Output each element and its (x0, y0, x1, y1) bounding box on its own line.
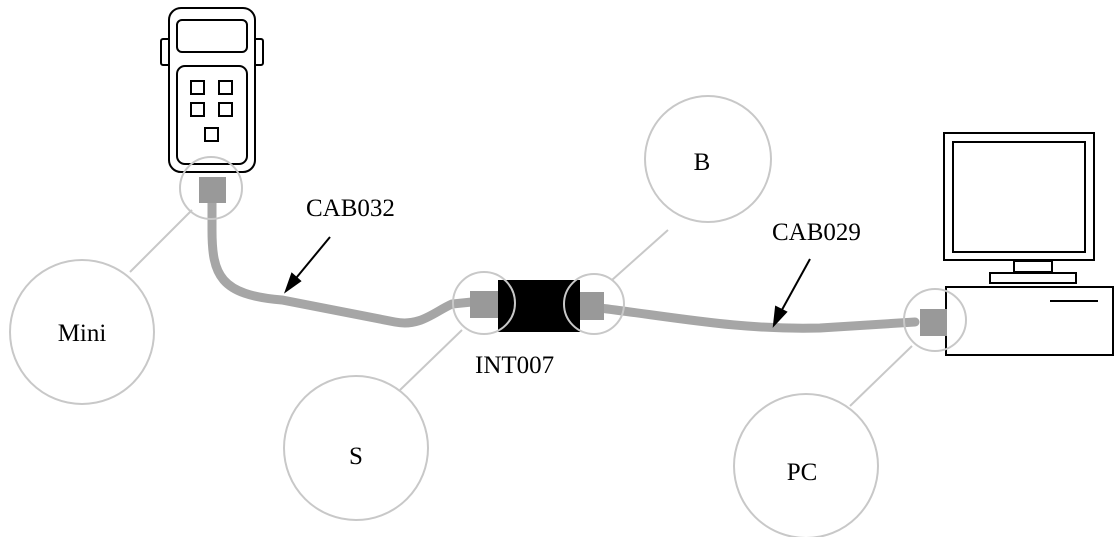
callout-circle-mini (9, 259, 155, 405)
callout-circles (9, 95, 879, 537)
label-b: B (694, 149, 711, 176)
leader-pc (849, 345, 913, 407)
monitor-screen (952, 141, 1086, 253)
device-key (218, 80, 233, 95)
label-mini: Mini (58, 320, 107, 347)
desktop-computer (943, 132, 1114, 356)
device-key (190, 80, 205, 95)
ring-s (452, 271, 516, 335)
ring-pc (903, 288, 967, 352)
monitor-stand (989, 272, 1077, 284)
cable-cab029 (595, 303, 920, 333)
leader-b (611, 229, 669, 281)
label-s: S (349, 443, 363, 470)
label-cab032: CAB032 (306, 195, 395, 222)
label-pc: PC (787, 459, 818, 486)
callout-circle-b (644, 95, 772, 223)
callout-circle-pc (733, 393, 879, 537)
computer-base-unit (945, 286, 1114, 356)
connectors (199, 177, 947, 336)
ring-mini (179, 156, 243, 220)
device-key (218, 102, 233, 117)
arrow-cab029-shaft (777, 258, 811, 318)
cables (207, 197, 920, 333)
ring-b (563, 273, 625, 335)
arrows (284, 236, 811, 328)
connector-s-plug (470, 291, 500, 318)
connector-pc-plug (920, 309, 947, 336)
arrow-cab032-head (284, 272, 302, 294)
label-cab029: CAB029 (772, 219, 861, 246)
cable-cab032 (207, 197, 477, 328)
device-key (190, 102, 205, 117)
callout-circle-s (283, 375, 429, 521)
arrow-cab032-shaft (291, 236, 331, 284)
callout-rings (179, 156, 967, 352)
leader-s (399, 329, 463, 391)
connector-device-plug (199, 177, 226, 203)
callout-leaders (129, 209, 913, 407)
arrow-cab029-head (772, 305, 788, 328)
device-key (204, 127, 219, 142)
device-screen (176, 19, 248, 53)
leader-mini (129, 209, 193, 273)
device-keypad-panel (176, 65, 248, 165)
label-int007: INT007 (475, 352, 554, 379)
connector-b-plug (578, 292, 604, 320)
monitor-neck (1013, 260, 1053, 273)
handheld-device (160, 7, 264, 173)
